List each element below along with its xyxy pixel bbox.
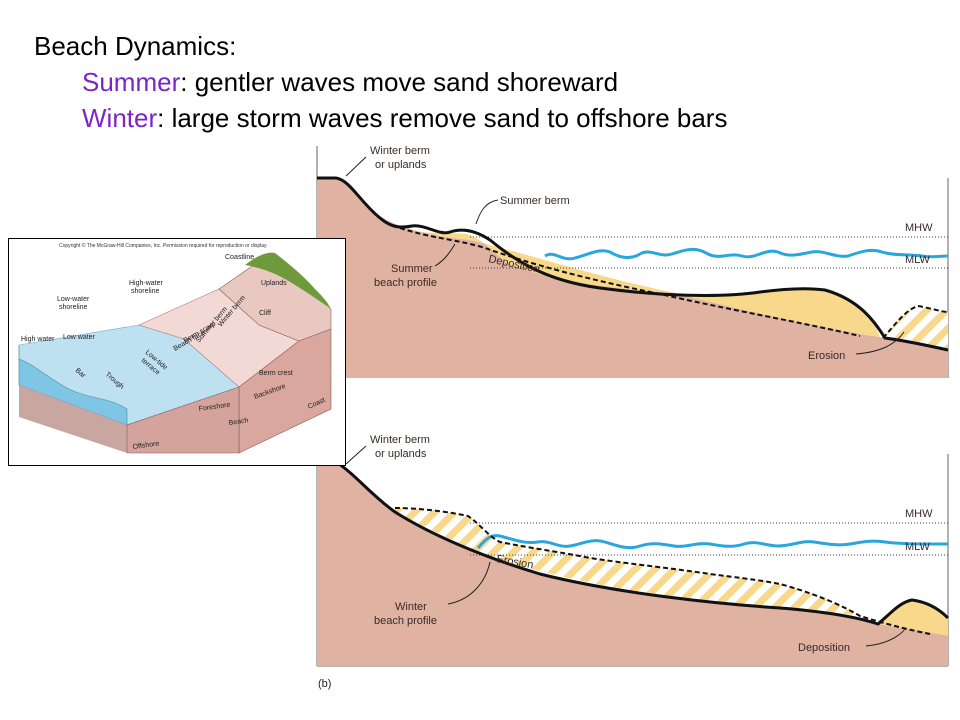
winter-description: : large storm waves remove sand to offsh… — [157, 103, 728, 133]
rock-body — [317, 462, 948, 666]
winter-berm-label-1: Winter berm — [370, 145, 430, 157]
middle-front-face — [126, 386, 240, 454]
sea-front-face — [18, 345, 128, 426]
winter-profile-diagram: Winter berm or uplands MHW MLW Erosion W… — [316, 430, 950, 690]
low-water-label: Low water — [63, 334, 96, 341]
mlw-label: MLW — [905, 254, 930, 266]
erosion-label: Erosion — [808, 350, 845, 362]
winter-profile-line — [317, 460, 950, 626]
summer-profile-label-2: beach profile — [374, 277, 437, 289]
deposition-leader — [865, 627, 907, 647]
winter-berm-leader — [345, 445, 367, 465]
high-water-shoreline-label-2: shoreline — [131, 288, 160, 295]
seafloor-front — [19, 385, 127, 453]
heading: Beach Dynamics: Summer: gentler waves mo… — [34, 28, 727, 136]
winter-berm-label-2: or uplands — [375, 159, 427, 171]
water-surface — [544, 247, 949, 261]
uplands-vegetation — [245, 252, 331, 309]
eroded-sand — [395, 508, 860, 616]
winter-keyword: Winter — [82, 103, 158, 133]
summer-profile-label-1: Summer — [391, 263, 433, 275]
summer-profile-leader — [434, 243, 456, 267]
winter-profile-dashed — [399, 227, 861, 337]
mhw-label: MHW — [905, 222, 933, 234]
mlw-label: MLW — [905, 541, 930, 553]
summer-profile-dashed — [394, 507, 931, 635]
coastline-label: Coastline — [225, 254, 254, 261]
high-water-label: High water — [21, 336, 55, 343]
summer-line: Summer: gentler waves move sand shorewar… — [34, 64, 727, 100]
beach-label: Beach — [228, 417, 249, 427]
uplands-label: Uplands — [261, 280, 287, 287]
winter-berm-label-2: or uplands — [375, 448, 427, 460]
offshore-label: Offshore — [132, 440, 160, 451]
cliff-label: Cliff — [259, 310, 271, 317]
copyright-text: Copyright © The McGraw-Hill Companies, I… — [59, 242, 268, 249]
water-surface — [476, 534, 948, 550]
heading-title: Beach Dynamics: — [34, 31, 237, 61]
summer-description: : gentler waves move sand shoreward — [180, 67, 619, 97]
low-water-shoreline-label-1: Low-water — [57, 296, 90, 303]
summer-berm-leader — [475, 199, 499, 225]
summer-keyword: Summer — [82, 67, 181, 97]
summer-profile-line — [317, 176, 949, 352]
winter-profile-label-2: beach profile — [374, 615, 437, 627]
deposition-label: Deposition — [798, 642, 850, 654]
figure-label: (b) — [318, 678, 331, 690]
rock-body — [317, 178, 948, 378]
berm-crest-label: Berm crest — [259, 370, 293, 377]
high-water-shoreline-label-1: High-water — [129, 280, 164, 287]
mhw-label: MHW — [905, 508, 933, 520]
winter-berm-leader — [345, 156, 367, 177]
block-diagram-svg: Copyright © The McGraw-Hill Companies, I… — [18, 242, 332, 454]
beach-block-diagram: Copyright © The McGraw-Hill Companies, I… — [8, 238, 346, 466]
summer-berm-label: Summer berm — [500, 195, 570, 207]
erosion-leader — [855, 331, 905, 355]
winter-profile-leader — [447, 561, 491, 605]
summer-profile-diagram: Winter berm or uplands Summer berm MHW M… — [316, 145, 949, 378]
low-water-shoreline-label-2: shoreline — [59, 304, 88, 311]
winter-profile-label-1: Winter — [395, 601, 427, 613]
foreshore-label: Foreshore — [198, 402, 231, 413]
winter-berm-label-1: Winter berm — [370, 434, 430, 446]
winter-line: Winter: large storm waves remove sand to… — [34, 100, 727, 136]
deposition-sand — [400, 228, 880, 337]
